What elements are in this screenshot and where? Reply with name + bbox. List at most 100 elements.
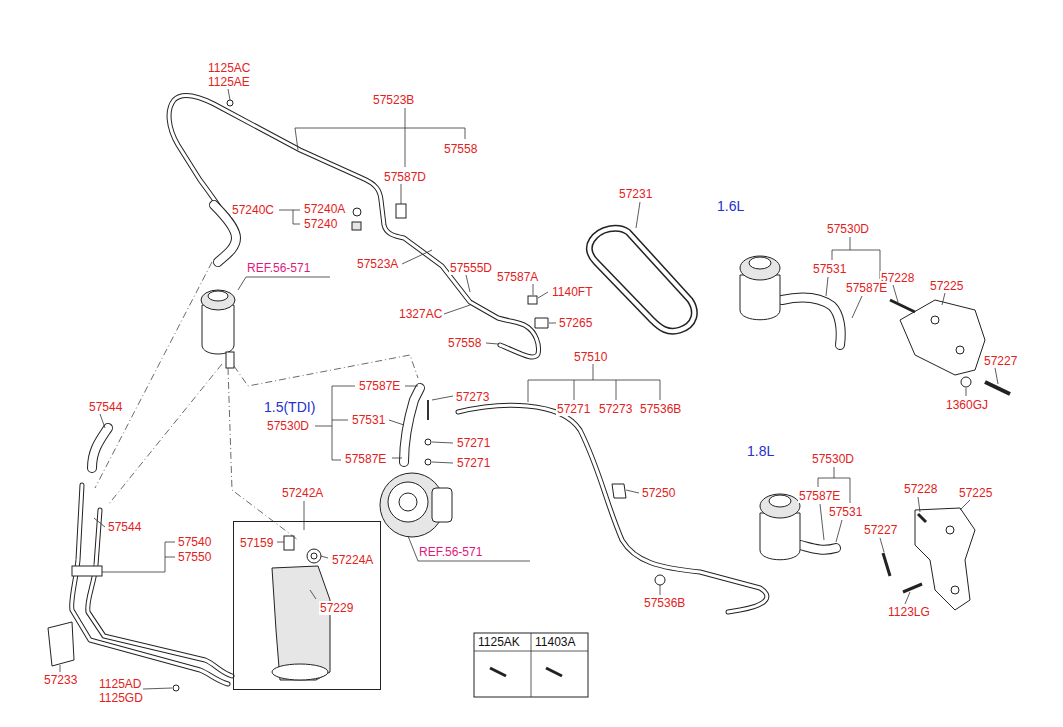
hoses-item: [404, 388, 420, 462]
leader-lines-item: [143, 688, 172, 689]
leader-lines-item: [826, 277, 828, 296]
reservoir-1-6: [740, 256, 780, 320]
leader-lines-item: [392, 458, 402, 459]
brackets-item: [890, 300, 915, 312]
brackets-item: [946, 526, 954, 534]
fastener-table-item: [474, 633, 588, 697]
leader-lines-item: [332, 460, 341, 461]
belt-item: [589, 228, 694, 331]
leader-lines-item: [310, 590, 316, 599]
leader-lines-item: [880, 538, 884, 552]
callout-number: 57536B: [643, 596, 686, 610]
callout-number: 1.5(TDI): [263, 399, 316, 415]
hoses-item: [800, 545, 836, 550]
clips-item: [612, 484, 626, 498]
clips-item: [396, 204, 406, 218]
pipes-item: [169, 95, 538, 357]
callout-number: 57530D: [811, 452, 855, 466]
leader-lines-item: [165, 557, 175, 558]
leader-lines-item: [332, 386, 333, 460]
callout-number: 57544: [107, 520, 142, 534]
leader-lines-item: [466, 275, 470, 292]
callout-number: 57250: [641, 486, 676, 500]
leader-lines-item: [228, 89, 230, 100]
pipes-item: [72, 485, 228, 684]
inset-parts-item: [272, 664, 328, 680]
callout-number: 1.6L: [716, 198, 745, 214]
reservoir-1-5-item: [202, 305, 234, 354]
leader-lines-item: [820, 504, 824, 540]
clips-item: [72, 566, 102, 576]
belt-item: [589, 228, 694, 331]
callout-number: 57587E: [344, 452, 387, 466]
belt: [589, 228, 694, 331]
callout-number: 1125GD: [98, 691, 144, 705]
callout-number: 57240: [303, 217, 338, 231]
reservoir-1-5-item: [226, 352, 234, 368]
inset-parts-item: [272, 566, 330, 680]
reservoir-1-5-item: [201, 290, 235, 310]
callout-number: 57225: [958, 486, 993, 500]
leader-lines-item: [918, 497, 920, 512]
leader-lines-item: [401, 184, 402, 204]
callout-number: 11403A: [534, 635, 576, 649]
leader-lines-item: [444, 305, 470, 314]
leader-lines-item: [995, 368, 998, 384]
dash-lines: [95, 262, 418, 540]
inset-parts-item: [284, 536, 294, 550]
callout-number: 57240A: [303, 202, 346, 216]
callout-number: REF.56-571: [418, 545, 483, 559]
pipes-item: [458, 405, 767, 612]
callout-number: 57587E: [358, 379, 401, 393]
callout-number: 1140FT: [551, 285, 593, 299]
clips-item: [173, 685, 179, 691]
callout-number: 57271: [556, 402, 591, 416]
callout-number: 57227: [863, 523, 898, 537]
leader-lines-item: [905, 592, 910, 604]
leader-lines-item: [852, 296, 862, 318]
brackets-item: [903, 584, 922, 592]
leader-lines-item: [295, 128, 465, 129]
leader-lines-item: [636, 202, 640, 228]
callout-number: 57523B: [372, 93, 415, 107]
leader-lines-item: [60, 665, 61, 672]
dash-lines-item: [108, 364, 222, 505]
clips-item: [535, 318, 548, 328]
callout-number: 57228: [903, 482, 938, 496]
clips-item: [353, 208, 361, 216]
pump-item: [425, 459, 431, 465]
brackets: [883, 300, 1010, 610]
callout-number: 57159: [239, 536, 274, 550]
leader-lines-item: [465, 128, 466, 139]
callout-number: 57587A: [496, 270, 539, 284]
leader-lines-item: [389, 420, 404, 425]
leader-lines-item: [549, 323, 556, 324]
fastener-table-item: [531, 633, 532, 697]
leader-lines-item: [408, 536, 418, 561]
leader-lines-item: [402, 250, 432, 264]
leader-lines-item: [960, 500, 970, 510]
clips-item: [227, 100, 233, 106]
leader-lines-item: [94, 518, 105, 527]
reservoir-1-8: [760, 494, 800, 560]
callout-number: REF.56-571: [246, 261, 311, 275]
callout-number: 57531: [812, 262, 847, 276]
brackets-item: [931, 316, 939, 324]
callout-number: 1125AK: [477, 635, 521, 649]
leader-lines-item: [295, 128, 298, 150]
callout-number: 57558: [447, 336, 482, 350]
reservoir-1-8-item: [760, 494, 800, 518]
leader-lines-item: [418, 561, 530, 562]
pipes: [72, 95, 767, 684]
leader-lines-item: [836, 520, 842, 542]
callout-number: 57271: [456, 456, 491, 470]
leader-lines-item: [165, 542, 175, 543]
callout-number: 57523A: [356, 257, 399, 271]
callout-number: 57587E: [845, 281, 888, 295]
pipes-item: [88, 510, 232, 676]
brackets-item: [918, 514, 926, 522]
callout-number: 1123LG: [887, 605, 931, 619]
fastener-table-item: [546, 668, 562, 676]
pipes-item: [458, 405, 767, 612]
